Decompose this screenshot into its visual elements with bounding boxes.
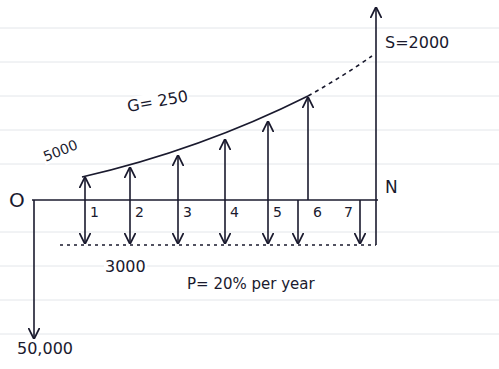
salvage-arrow bbox=[375, 8, 377, 245]
cash-flow-label: 50,000 bbox=[16, 340, 74, 358]
cash-flow-label: G= 250 bbox=[125, 87, 191, 115]
gradient-curve bbox=[82, 96, 308, 177]
period-number: 2 bbox=[134, 205, 145, 220]
cash-flow-label: O bbox=[8, 189, 26, 211]
cash-flow-label: S=2000 bbox=[384, 34, 450, 52]
cost-level-line bbox=[60, 244, 376, 246]
period-number: N bbox=[384, 178, 399, 197]
period-number: 5 bbox=[272, 205, 283, 220]
initial-cost-arrow bbox=[33, 200, 35, 338]
period-number: 1 bbox=[89, 205, 100, 220]
cash-flows bbox=[32, 8, 378, 338]
gradient-curve-dashed bbox=[308, 56, 372, 96]
cash-flow-label: P= 20% per year bbox=[186, 276, 316, 293]
period-number: 4 bbox=[229, 205, 240, 220]
cash-flow-label: 5000 bbox=[40, 137, 81, 165]
cash-flow-label: 3000 bbox=[104, 258, 147, 276]
period-number: 6 bbox=[312, 205, 323, 220]
notebook-lines bbox=[0, 28, 499, 334]
time-axis bbox=[32, 199, 378, 201]
period-number: 7 bbox=[343, 205, 354, 220]
period-number: 3 bbox=[182, 205, 193, 220]
